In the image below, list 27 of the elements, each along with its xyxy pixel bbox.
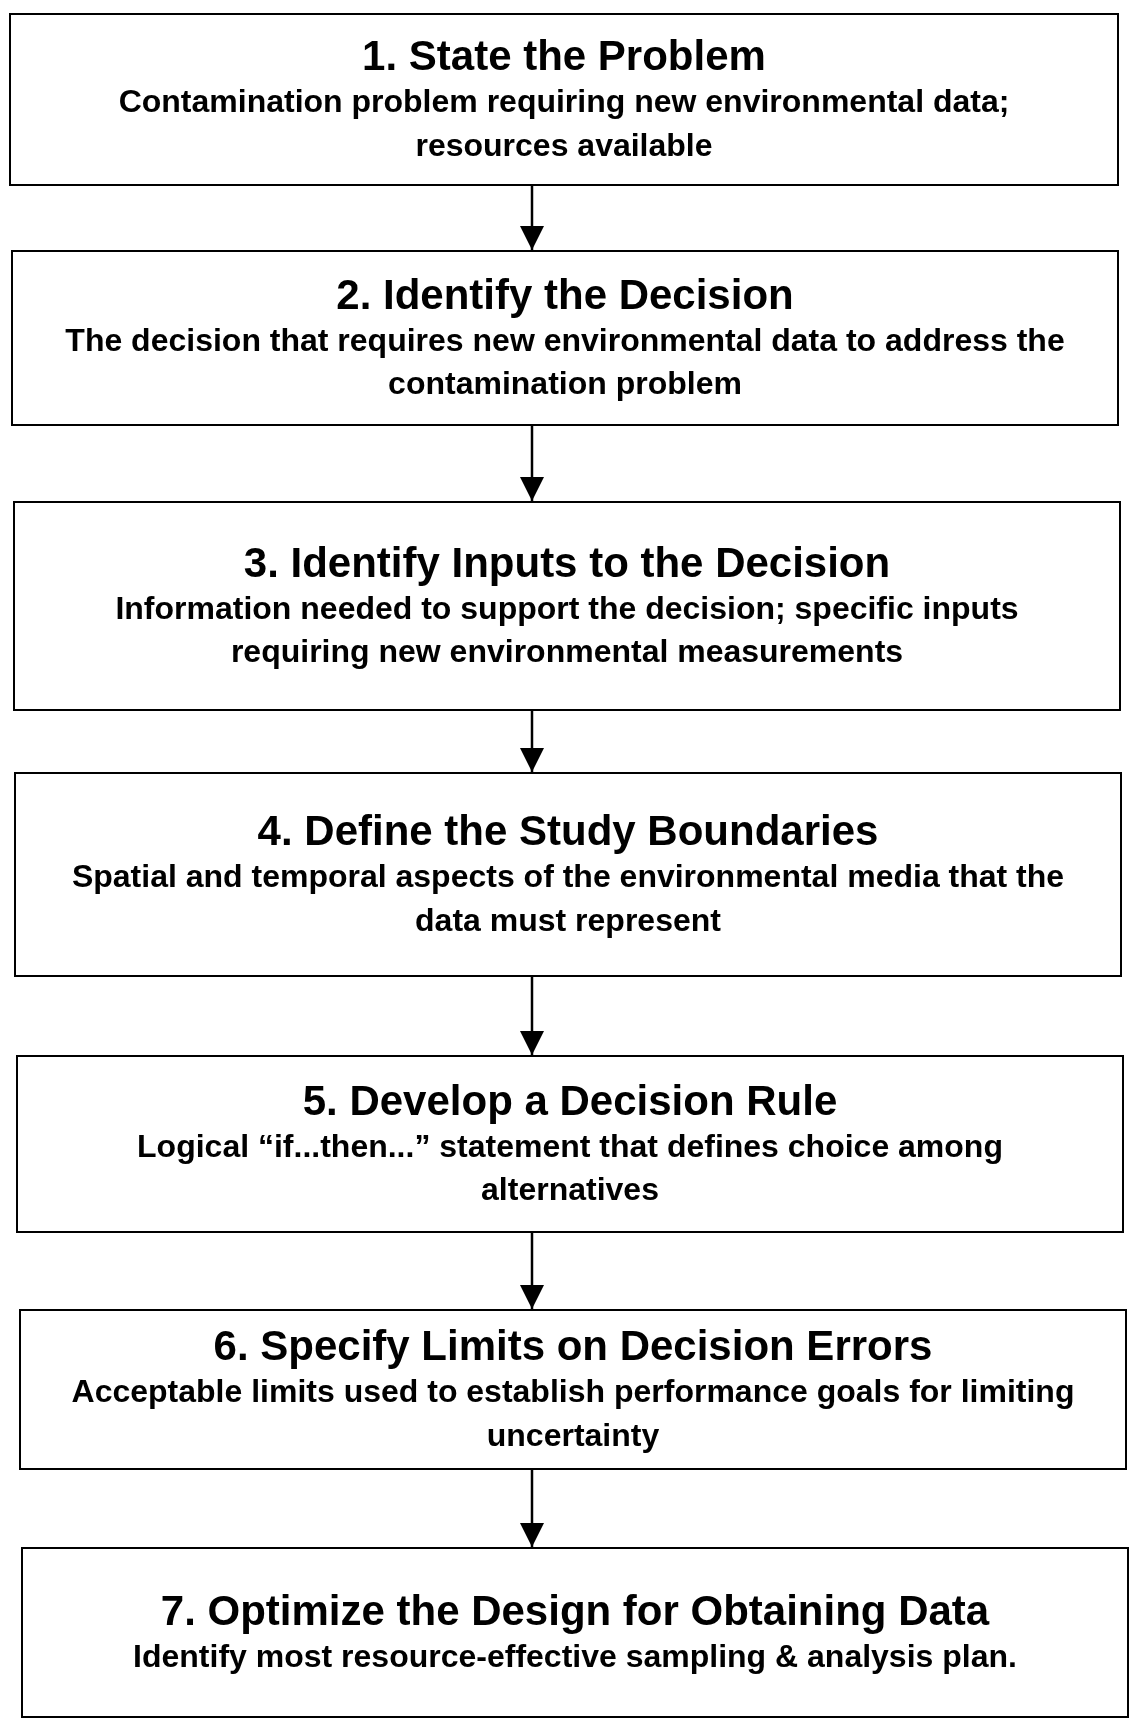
- step-description: Logical “if...then...” statement that defines choice among alternatives: [136, 1126, 1004, 1210]
- step-title: 3. Identify Inputs to the Decision: [243, 538, 891, 587]
- step-description: Identify most resource-effective sampling & analysis plan.: [133, 1637, 1017, 1677]
- process-box: [19, 1309, 1127, 1470]
- step-description: Acceptable limits used to establish performance goals for limiting uncertainty: [70, 1372, 1076, 1455]
- process-box: [16, 1055, 1124, 1233]
- step-title: 5. Develop a Decision Rule: [302, 1076, 838, 1125]
- step-description: The decision that requires new environmental data to address the contamination problem: [64, 320, 1066, 404]
- process-box: [9, 13, 1119, 186]
- step-title: 7. Optimize the Design for Obtaining Data: [160, 1586, 990, 1636]
- step-title: 4. Define the Study Boundaries: [257, 807, 879, 856]
- step-title: 2. Identify the Decision: [336, 270, 794, 319]
- arrow: [520, 186, 544, 250]
- process-box: [14, 772, 1122, 977]
- arrow: [520, 977, 544, 1055]
- step-description: Spatial and temporal aspects of the environmental media that the data must represent: [70, 857, 1066, 940]
- step-description: Contamination problem requiring new environmental data; resources available: [117, 82, 1011, 165]
- process-box: [11, 250, 1119, 426]
- process-box: [13, 501, 1121, 711]
- step-title: 6. Specify Limits on Decision Errors: [213, 1322, 933, 1371]
- step-title: 1. State the Problem: [362, 32, 766, 81]
- step-description: Information needed to support the decision; specific inputs requiring new environmental measurements: [114, 588, 1020, 672]
- arrow: [520, 711, 544, 772]
- arrow: [520, 1233, 544, 1309]
- arrow: [520, 426, 544, 501]
- process-box: [21, 1547, 1129, 1718]
- arrow: [520, 1470, 544, 1547]
